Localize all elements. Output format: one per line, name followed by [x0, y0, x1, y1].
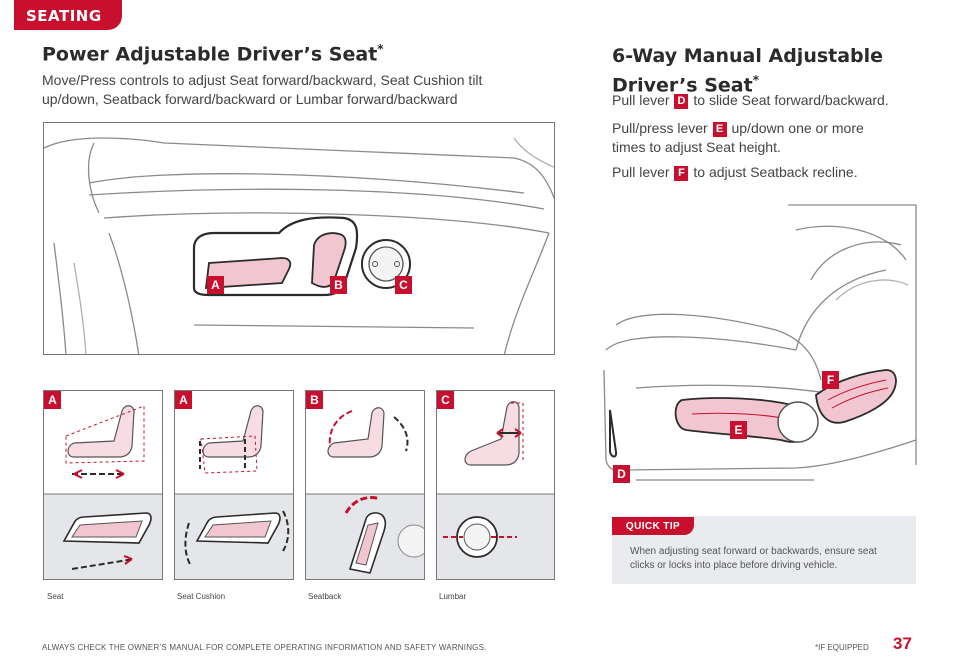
seat-switch-a [204, 257, 292, 289]
manual-seat-drawing [603, 204, 917, 481]
recline-lever-f [815, 369, 897, 424]
manual-seat-illustration: F E D [596, 200, 920, 490]
step-d-tag: D [674, 94, 689, 109]
panel-seat: A [43, 390, 163, 580]
callout-d: D [613, 465, 630, 483]
callout-b: B [330, 276, 347, 294]
panel-seat-cushion: A [174, 390, 294, 580]
seat-side-drawing [44, 137, 554, 354]
left-description: Move/Press controls to adjust Seat forwa… [42, 72, 483, 107]
quick-tip-text: When adjusting seat forward or backwards… [630, 546, 877, 571]
callout-a: A [207, 276, 224, 294]
quick-tip-badge: QUICK TIP [612, 517, 694, 535]
panel-seatback: B [305, 390, 425, 580]
label-seatback: Seatback [308, 592, 342, 601]
step-f: Pull lever F to adjust Seatback recline. [612, 164, 858, 181]
panel-seat-cushion-tag: A [175, 391, 192, 409]
power-seat-illustration: A B C [43, 122, 555, 355]
footer-disclaimer: ALWAYS CHECK THE OWNER’S MANUAL FOR COMP… [42, 643, 487, 652]
page-number: 37 [893, 634, 912, 653]
right-title: 6-Way Manual Adjustable Driver’s Seat* [612, 45, 884, 97]
section-tab: SEATING [14, 0, 122, 30]
panel-seatback-tag: B [306, 391, 323, 409]
callout-e: E [730, 421, 747, 439]
lumbar-switch-c [368, 246, 404, 282]
panel-lumbar: C [436, 390, 555, 580]
callout-c: C [395, 276, 412, 294]
step-e: Pull/press lever E up/down one or more t… [612, 120, 864, 155]
step-e-tag: E [712, 122, 727, 137]
callout-f: F [822, 371, 839, 389]
step-d: Pull lever D to slide Seat forward/backw… [612, 92, 889, 109]
seatback-switch-b [311, 232, 347, 288]
panel-seat-tag: A [44, 391, 61, 409]
if-equipped-note: *IF EQUIPPED [815, 643, 869, 652]
label-seat: Seat [47, 592, 64, 601]
panel-lumbar-tag: C [437, 391, 454, 409]
label-lumbar: Lumbar [439, 592, 467, 601]
step-f-tag: F [674, 166, 689, 181]
label-seat-cushion: Seat Cushion [177, 592, 226, 601]
left-title: Power Adjustable Driver’s Seat* [42, 42, 384, 66]
